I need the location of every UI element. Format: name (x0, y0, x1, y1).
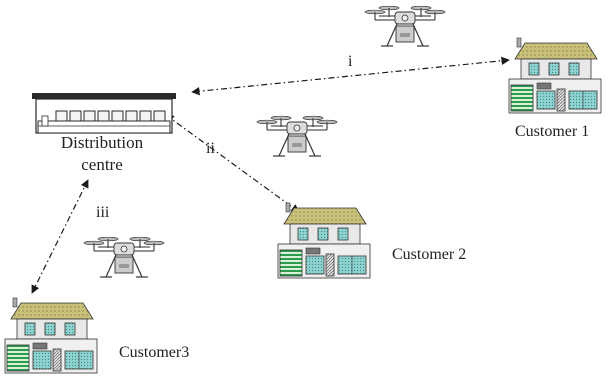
route-ii-label: ii (206, 140, 215, 157)
drone-icon (256, 115, 338, 157)
route-i-label: i (348, 53, 353, 70)
distribution-centre-icon (32, 93, 176, 134)
route-iii: iii (31, 179, 110, 294)
route-ii: ii (165, 114, 300, 213)
distribution-centre-label-line2: centre (81, 155, 123, 174)
drone-icon (364, 5, 446, 47)
customer-2-house-icon (277, 202, 371, 279)
customer-3-label: Customer3 (119, 344, 189, 361)
route-i: i (191, 53, 510, 96)
customer-1-label: Customer 1 (515, 123, 589, 140)
customer-2-label: Customer 2 (392, 246, 466, 263)
route-iii-label: iii (96, 204, 110, 221)
distribution-centre-label-line1: Distribution (61, 133, 144, 152)
customer-1-house-icon (508, 37, 602, 114)
drone-icon (83, 236, 165, 278)
customer-3-house-icon (4, 297, 98, 374)
